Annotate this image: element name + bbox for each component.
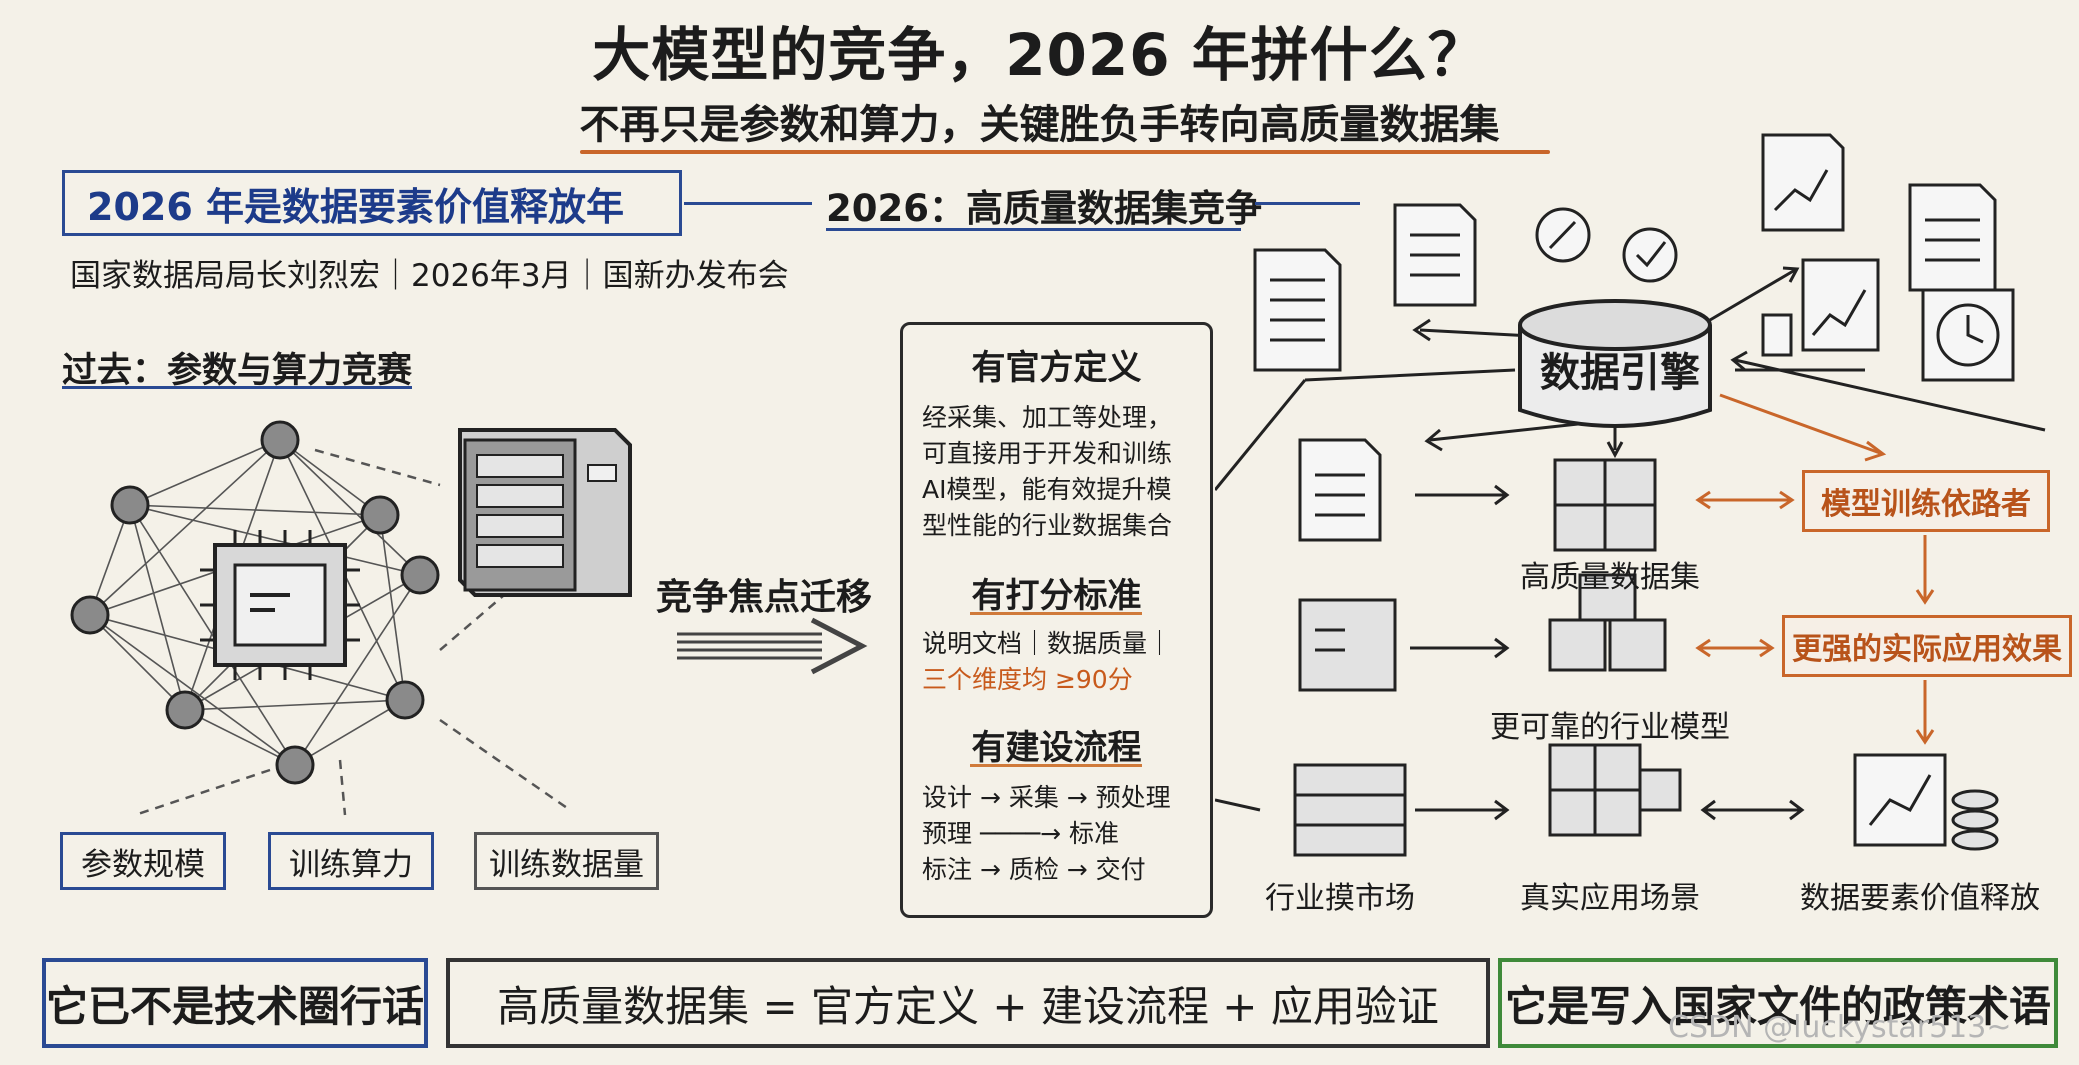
cube-stack-icon <box>1553 458 1657 552</box>
definition-line: AI模型，能有效提升模 <box>922 475 1172 504</box>
node-quality-dataset: 高质量数据集 <box>1520 560 1700 595</box>
tag-parameter-scale: 参数规模 <box>60 832 226 890</box>
definition-line: 经采集、加工等处理， <box>922 403 1173 432</box>
clock-icon <box>1921 288 2015 382</box>
document-icon <box>1908 183 1997 292</box>
document-icon <box>1298 438 1382 542</box>
bottom-right-text: 它是写入国家文件的政策术语 <box>1504 981 2051 1031</box>
shift-arrow-icon <box>677 617 868 675</box>
analytics-icon <box>1853 753 1999 851</box>
headline-text: 2026 年是数据要素价值释放年 <box>87 184 624 229</box>
document-icon <box>1393 203 1477 307</box>
process-step: 标注 → 质检 → 交付 <box>922 855 1146 884</box>
chart-document-icon <box>1761 133 1845 232</box>
connector-line <box>684 202 812 205</box>
past-underline <box>62 386 412 389</box>
scoring-text: 说明文档｜数据质量｜ <box>922 629 1173 658</box>
tag-training-data: 训练数据量 <box>474 832 659 890</box>
scoring-underline <box>970 612 1142 615</box>
data-engine-diagram <box>1215 133 2046 857</box>
tag-label: 参数规模 <box>81 846 205 883</box>
page-subtitle: 不再只是参数和算力，关键胜负手转向高质量数据集 <box>579 102 1500 148</box>
data-engine-icon <box>1518 299 1712 428</box>
subtitle-underline <box>580 150 1550 154</box>
process-heading: 有建设流程 <box>971 728 1142 768</box>
box-application-effect: 更强的实际应用效果 <box>1782 615 2072 677</box>
scoring-threshold: 三个维度均 ≥90分 <box>922 665 1133 694</box>
tag-training-compute: 训练算力 <box>268 832 434 890</box>
bottom-center-text: 高质量数据集 = 官方定义 + 建设流程 + 应用验证 <box>497 981 1439 1031</box>
definition-line: 可直接用于开发和训练 <box>922 439 1173 468</box>
check-icon <box>1622 227 1678 283</box>
section-2026-title: 2026：高质量数据集竞争 <box>826 187 1262 230</box>
process-underline <box>970 764 1142 767</box>
node-real-scenario: 真实应用场景 <box>1520 881 1700 916</box>
watermark: CSDN @luckystar513~ <box>1668 1010 2012 1045</box>
gear-tool-icon <box>1535 207 1591 263</box>
process-flow: 设计 → 采集 → 预处理 预理 ────→ 标准 标注 → 质检 → 交付 <box>922 780 1171 888</box>
definition-line: 型性能的行业数据集合 <box>922 511 1173 540</box>
scoring-heading: 有打分标准 <box>971 576 1142 616</box>
bottom-right-box: 它是写入国家文件的政策术语 <box>1498 958 2058 1048</box>
node-reliable-model: 更可靠的行业模型 <box>1490 710 1730 745</box>
bottom-left-box: 它已不是技术圈行话 <box>42 958 428 1048</box>
definition-text: 经采集、加工等处理， 可直接用于开发和训练 AI模型，能有效提升模 型性能的行业… <box>922 400 1172 544</box>
headline-box: 2026 年是数据要素价值释放年 <box>62 170 682 236</box>
cube-icon <box>1298 598 1397 692</box>
connector-line <box>1255 202 1360 205</box>
growth-chart-icon <box>1801 258 1880 352</box>
past-title: 过去：参数与算力竞赛 <box>62 351 413 391</box>
data-engine-label: 数据引擎 <box>1540 350 1700 396</box>
bar-chart-icon <box>1761 313 1793 357</box>
stack-icon <box>1293 763 1407 857</box>
cube-cluster-icon <box>1548 743 1682 837</box>
definition-panel <box>900 322 1213 918</box>
cube-cluster-icon <box>1548 573 1667 672</box>
section-2026-underline <box>826 228 1241 231</box>
chip-icon <box>200 530 360 680</box>
shift-label: 竞争焦点迁移 <box>656 577 873 618</box>
tag-label: 训练数据量 <box>489 846 644 883</box>
bottom-left-text: 它已不是技术圈行话 <box>46 981 425 1031</box>
document-icon <box>1253 248 1342 372</box>
tag-label: 训练算力 <box>289 846 413 883</box>
parameter-network-illustration <box>70 420 632 817</box>
source-line: 国家数据局局长刘烈宏｜2026年3月｜国新办发布会 <box>70 258 789 294</box>
page-title: 大模型的竞争，2026 年拼什么？ <box>592 21 1487 89</box>
node-value-release: 数据要素价值释放 <box>1800 881 2040 916</box>
bottom-center-box: 高质量数据集 = 官方定义 + 建设流程 + 应用验证 <box>446 958 1490 1048</box>
definition-heading: 有官方定义 <box>971 348 1142 388</box>
server-icon <box>458 428 632 597</box>
node-industry-market: 行业摸市场 <box>1265 881 1415 916</box>
process-step: 设计 → 采集 → 预处理 <box>922 783 1171 812</box>
box-model-training: 模型训练依路者 <box>1802 470 2050 532</box>
process-step: 预理 ────→ 标准 <box>922 819 1120 848</box>
